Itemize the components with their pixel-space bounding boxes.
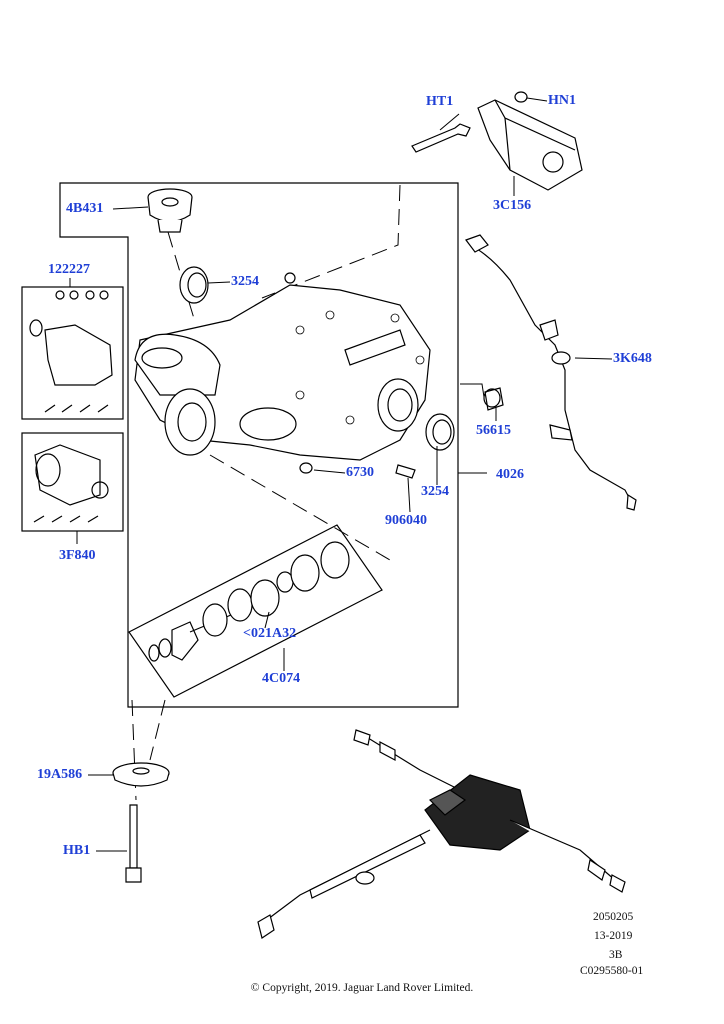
bolt-kit-122227-parts xyxy=(29,290,113,413)
bearing-kit-4c074-parts xyxy=(148,541,350,662)
callout-56615[interactable]: 56615 xyxy=(476,423,511,438)
callout-hn1[interactable]: HN1 xyxy=(548,93,576,108)
callout-19a586[interactable]: 19A586 xyxy=(37,767,83,782)
bushing-56615 xyxy=(483,387,504,411)
bolt-ht1 xyxy=(411,123,471,153)
differential-housing xyxy=(134,272,431,461)
copyright-notice: © Copyright, 2019. Jaguar Land Rover Lim… xyxy=(250,982,474,994)
module-3c156 xyxy=(477,91,583,191)
driveline-overview xyxy=(257,729,626,939)
illustration-reference: C0295580-01 xyxy=(580,965,644,977)
callout-6730[interactable]: 6730 xyxy=(346,465,374,480)
bolt-kit-box xyxy=(21,286,124,420)
mount-4b431 xyxy=(147,188,193,233)
bolt-hb1 xyxy=(125,804,142,883)
callout-hb1[interactable]: HB1 xyxy=(63,843,91,858)
illustration-number: 2050205 xyxy=(593,911,634,923)
breather-6730 xyxy=(299,462,313,474)
illustration-revision: 3B xyxy=(609,949,623,961)
actuator-kit-box xyxy=(21,432,124,532)
main-assembly-frame xyxy=(59,182,459,708)
callout-4b431[interactable]: 4B431 xyxy=(66,201,104,216)
seal-3254-top xyxy=(179,266,209,304)
callout-3254-bottom[interactable]: 3254 xyxy=(421,484,449,499)
sensor-906040 xyxy=(395,464,416,479)
seal-3254-bottom xyxy=(425,413,455,451)
bearing-kit-outline xyxy=(128,524,383,698)
callout-021a32[interactable]: <021A32 xyxy=(243,626,297,641)
mount-19a586 xyxy=(112,762,170,787)
callout-3c156[interactable]: 3C156 xyxy=(493,198,532,213)
callout-3k648[interactable]: 3K648 xyxy=(613,351,652,366)
callout-3254-top[interactable]: 3254 xyxy=(231,274,259,289)
callout-906040[interactable]: 906040 xyxy=(385,513,427,528)
callout-4026[interactable]: 4026 xyxy=(496,467,524,482)
callout-4c074[interactable]: 4C074 xyxy=(262,671,301,686)
callout-ht1[interactable]: HT1 xyxy=(426,94,454,109)
actuator-kit-3f840-parts xyxy=(33,444,109,523)
callout-122227[interactable]: 122227 xyxy=(48,262,90,277)
illustration-date: 13-2019 xyxy=(594,930,633,942)
callout-3f840[interactable]: 3F840 xyxy=(59,548,96,563)
harness-3k648 xyxy=(465,234,637,511)
